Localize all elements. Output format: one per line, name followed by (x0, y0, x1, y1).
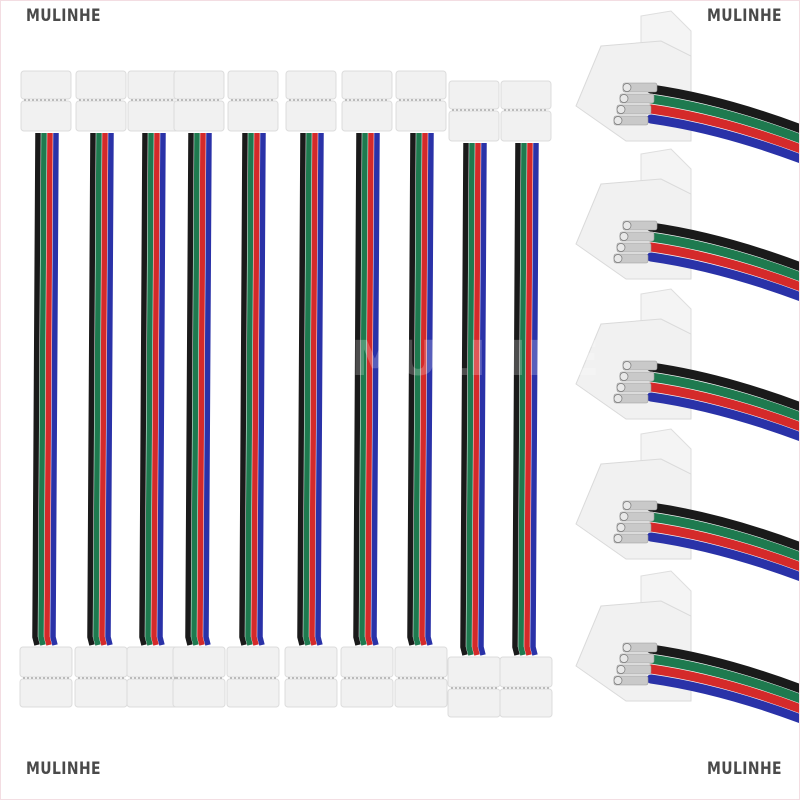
watermark-top-right: MULINHE (707, 6, 782, 26)
cable-assembly (447, 80, 501, 718)
cable-assembly (226, 70, 280, 708)
connector-closeup (575, 570, 799, 724)
connector-closeup (575, 288, 799, 442)
connector-closeup (575, 428, 799, 582)
cable-assembly (172, 70, 226, 708)
watermark-top-left: MULINHE (26, 6, 101, 26)
cable-assembly (284, 70, 338, 708)
cable-assembly (74, 70, 128, 708)
connector-closeup (575, 10, 799, 164)
cable-assembly (340, 70, 394, 708)
connector-closeup (575, 148, 799, 302)
cable-assembly (499, 80, 553, 718)
cable-assembly (394, 70, 448, 708)
watermark-bottom-right: MULINHE (707, 759, 782, 779)
cable-assembly (19, 70, 73, 708)
cable-assembly (126, 70, 180, 708)
watermark-center: MULINHE (351, 331, 600, 387)
watermark-bottom-left: MULINHE (26, 759, 101, 779)
